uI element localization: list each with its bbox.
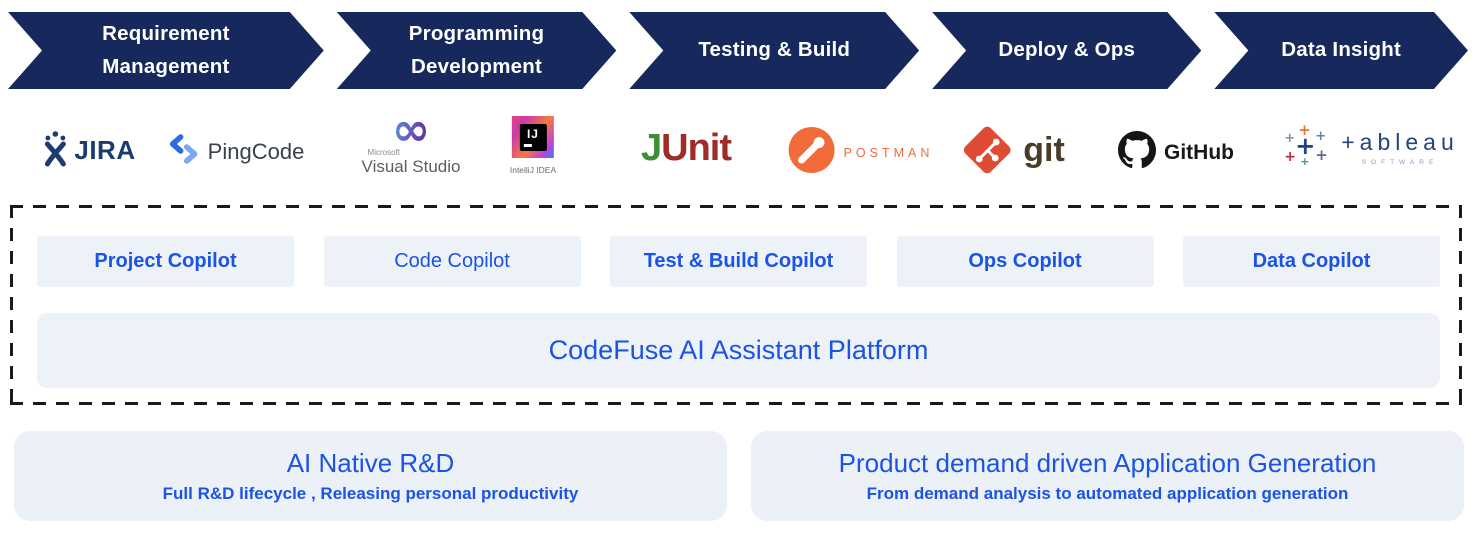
microsoft-label: Microsoft bbox=[367, 147, 400, 157]
git-logo: git bbox=[961, 124, 1065, 176]
outcome-ai-native-rd: AI Native R&D Full R&D lifecycle , Relea… bbox=[14, 431, 727, 521]
copilot-chip-project: Project Copilot bbox=[37, 236, 294, 287]
outcome-subtitle: Full R&D lifecycle , Releasing personal … bbox=[162, 484, 579, 503]
codefuse-platform-bar: CodeFuse AI Assistant Platform bbox=[37, 313, 1440, 388]
codefuse-dashed-container: Project Copilot Code Copilot Test & Buil… bbox=[10, 205, 1462, 405]
outcome-title: AI Native R&D bbox=[286, 448, 455, 478]
junit-rest: Unit bbox=[661, 127, 732, 169]
stage-programming-development: Programming Development bbox=[337, 12, 617, 89]
jira-logo: JIRA bbox=[40, 126, 135, 175]
dashed-border-right bbox=[1459, 205, 1462, 405]
outcome-product-demand: Product demand driven Application Genera… bbox=[751, 431, 1464, 521]
git-icon bbox=[961, 124, 1013, 176]
postman-icon bbox=[788, 127, 835, 178]
outcome-row: AI Native R&D Full R&D lifecycle , Relea… bbox=[14, 431, 1464, 521]
visual-studio-logo: ∞ Microsoft Visual Studio bbox=[361, 102, 461, 176]
visual-studio-infinity-icon: ∞ bbox=[391, 102, 431, 156]
jira-icon bbox=[40, 126, 70, 175]
intellij-badge-text: IJ bbox=[526, 126, 539, 141]
pipeline-band: Requirement Management Programming Devel… bbox=[8, 12, 1468, 89]
intellij-badge-bar bbox=[523, 144, 532, 147]
dashed-border-left bbox=[10, 205, 13, 405]
github-octocat-icon bbox=[1118, 131, 1157, 174]
copilot-chip-ops: Ops Copilot bbox=[896, 236, 1154, 287]
dashed-border-bottom bbox=[10, 402, 1462, 405]
intellij-logo: IJ IntelliJ IDEA bbox=[510, 116, 556, 175]
github-logo: GitHub bbox=[1118, 131, 1234, 174]
postman-label: POSTMAN bbox=[843, 145, 934, 160]
copilot-chip-test-build: Test & Build Copilot bbox=[610, 236, 867, 287]
pingcode-logo: PingCode bbox=[168, 133, 305, 170]
tableau-wordmark: +ableau bbox=[1341, 128, 1459, 155]
visual-studio-label: Visual Studio bbox=[361, 156, 461, 176]
tableau-icon: + + + + + + + bbox=[1284, 121, 1328, 168]
git-label: git bbox=[1023, 131, 1065, 169]
outcome-title: Product demand driven Application Genera… bbox=[838, 448, 1377, 478]
github-label: GitHub bbox=[1164, 140, 1234, 164]
intellij-icon: IJ bbox=[511, 116, 554, 158]
stage-requirement-management: Requirement Management bbox=[8, 12, 324, 89]
stage-testing-build: Testing & Build bbox=[629, 12, 919, 89]
copilot-chip-code: Code Copilot bbox=[323, 236, 581, 287]
tableau-software-label: SOFTWARE bbox=[1361, 158, 1439, 166]
outcome-subtitle: From demand analysis to automated applic… bbox=[866, 484, 1349, 503]
copilot-chip-data: Data Copilot bbox=[1183, 236, 1440, 287]
pingcode-icon bbox=[168, 133, 200, 170]
dashed-border-top bbox=[10, 205, 1462, 208]
postman-logo: POSTMAN bbox=[788, 127, 934, 178]
junit-logo: JUnit bbox=[640, 127, 732, 169]
junit-j: J bbox=[640, 127, 662, 169]
tableau-logo: + + + + + + + +ableau SOFTWARE bbox=[1283, 123, 1459, 171]
copilot-chip-row: Project Copilot Code Copilot Test & Buil… bbox=[37, 236, 1440, 287]
pingcode-label: PingCode bbox=[207, 138, 305, 164]
junit-label: JUnit bbox=[640, 127, 732, 169]
stage-data-insight: Data Insight bbox=[1214, 12, 1468, 89]
stage-deploy-ops: Deploy & Ops bbox=[932, 12, 1201, 89]
jira-label: JIRA bbox=[74, 135, 136, 165]
intellij-caption: IntelliJ IDEA bbox=[509, 165, 557, 175]
